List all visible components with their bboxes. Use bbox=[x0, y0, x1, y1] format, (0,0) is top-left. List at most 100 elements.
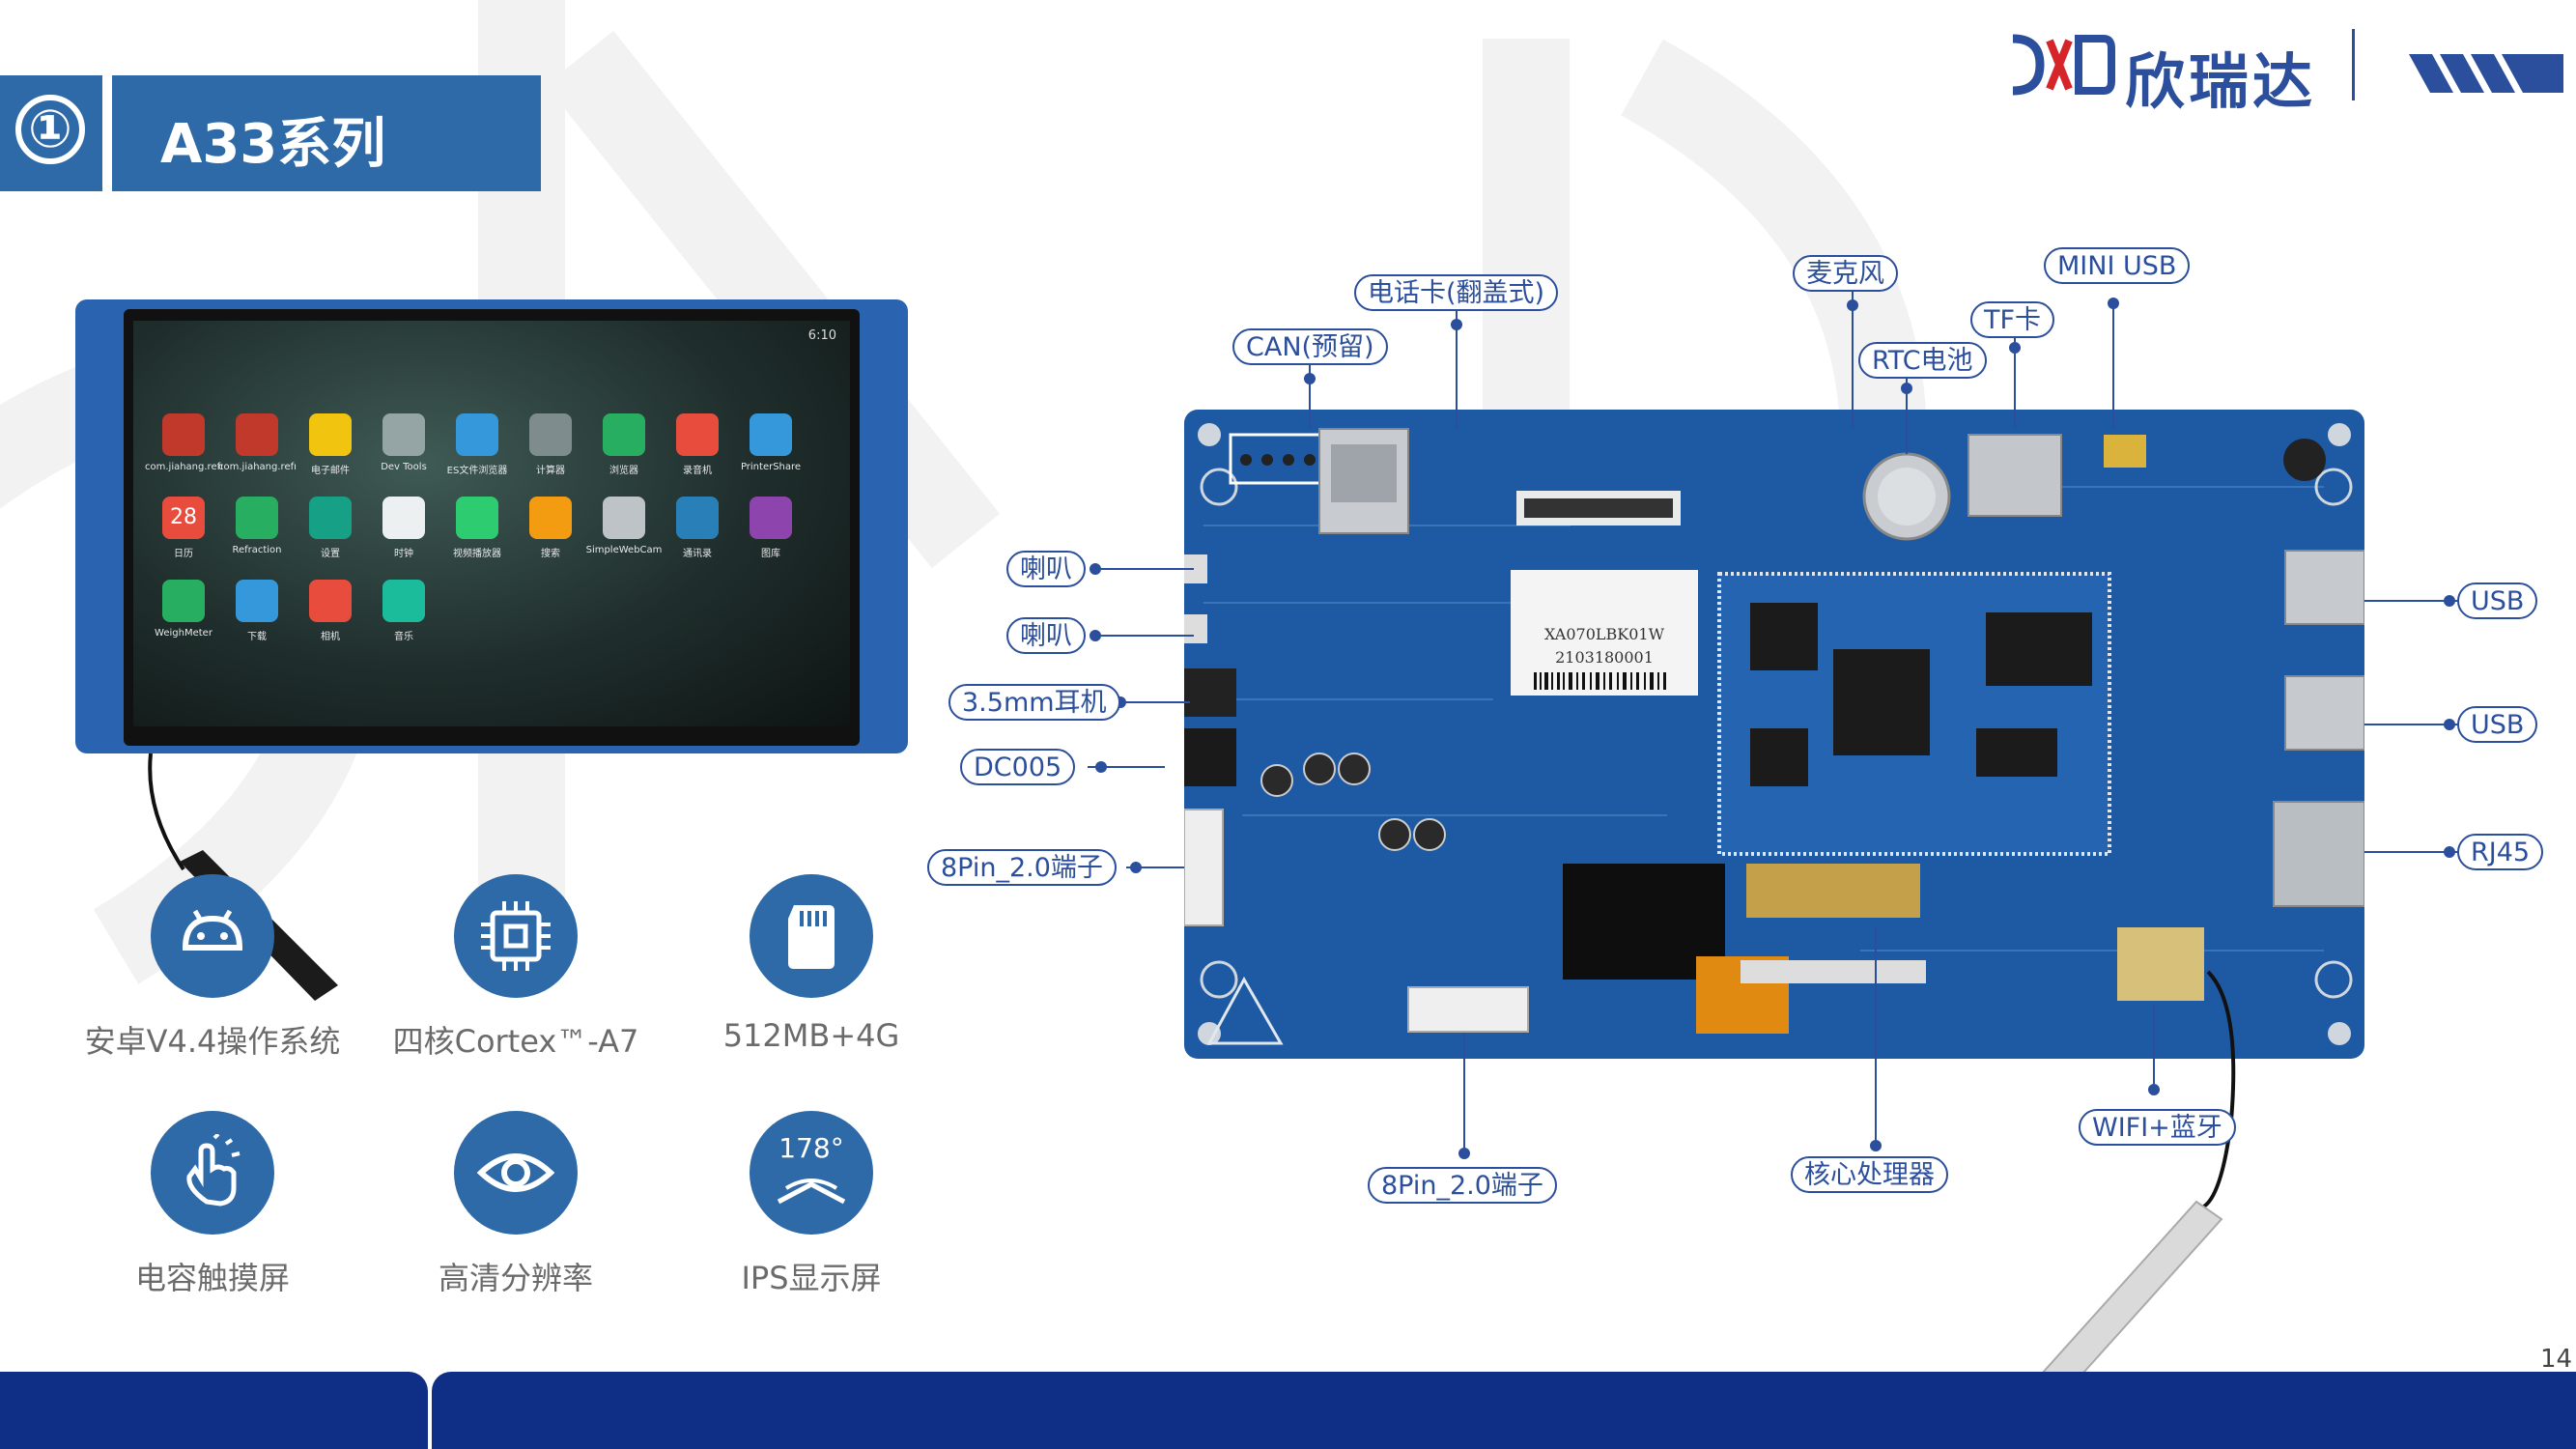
section-number-box: ① bbox=[0, 75, 102, 191]
app-icon bbox=[750, 413, 792, 456]
app-label: 下载 bbox=[247, 632, 267, 642]
app-icon bbox=[382, 413, 425, 456]
callout-speaker-1: 喇叭 bbox=[1006, 551, 1086, 587]
lcd-app-icon[interactable]: 电子邮件 bbox=[292, 413, 369, 476]
app-icon bbox=[529, 413, 572, 456]
app-label: 电子邮件 bbox=[311, 466, 350, 476]
app-icon bbox=[162, 580, 205, 622]
lcd-app-icon[interactable]: 搜索 bbox=[512, 497, 589, 559]
app-icon bbox=[236, 580, 278, 622]
app-icon bbox=[236, 413, 278, 456]
eye-icon bbox=[454, 1111, 578, 1235]
angle-badge: 178° bbox=[778, 1132, 844, 1164]
callout-dc-jack: DC005 bbox=[960, 749, 1076, 785]
feature-label: 高清分辨率 bbox=[438, 1260, 593, 1296]
lcd-app-icon[interactable]: 计算器 bbox=[512, 413, 589, 476]
lcd-app-icon[interactable]: com.jiahang.refra... bbox=[218, 413, 296, 472]
feature-label: 电容触摸屏 bbox=[134, 1260, 290, 1296]
lcd-app-icon[interactable]: 图库 bbox=[732, 497, 809, 559]
lcd-app-icon[interactable]: WeighMeter bbox=[145, 580, 222, 639]
app-label: Dev Tools bbox=[381, 462, 427, 472]
feature-label: 四核Cortex™-A7 bbox=[392, 1023, 639, 1060]
lcd-app-icon[interactable]: 时钟 bbox=[365, 497, 442, 559]
section-number: ① bbox=[15, 95, 85, 164]
app-icon bbox=[603, 497, 645, 539]
app-label: 搜索 bbox=[541, 549, 560, 559]
app-label: 时钟 bbox=[394, 549, 413, 559]
app-icon bbox=[676, 413, 719, 456]
feature-resolution: 高清分辨率 bbox=[371, 1111, 661, 1298]
callout-rtc-battery: RTC电池 bbox=[1858, 342, 1987, 379]
callout-wifi-bt: WIFI+蓝牙 bbox=[2079, 1109, 2236, 1146]
app-label: WeighMeter bbox=[155, 628, 212, 639]
app-label: 计算器 bbox=[536, 466, 565, 476]
lcd-app-icon[interactable]: com.jiahang.refra... bbox=[145, 413, 222, 472]
callout-speaker-2: 喇叭 bbox=[1006, 617, 1086, 654]
lcd-app-icon[interactable]: Dev Tools bbox=[365, 413, 442, 472]
callout-earphone-jack: 3.5mm耳机 bbox=[948, 684, 1120, 721]
callout-mic: 麦克风 bbox=[1793, 255, 1898, 292]
app-label: 相机 bbox=[321, 632, 340, 642]
lcd-app-icon[interactable]: 录音机 bbox=[659, 413, 736, 476]
app-label: com.jiahang.refra... bbox=[218, 462, 296, 472]
callout-8pin-left: 8Pin_2.0端子 bbox=[927, 849, 1117, 886]
app-icon bbox=[529, 497, 572, 539]
lcd-app-icon[interactable]: 音乐 bbox=[365, 580, 442, 642]
lcd-app-icon[interactable]: 浏览器 bbox=[585, 413, 663, 476]
app-label: 视频播放器 bbox=[453, 549, 501, 559]
lcd-app-icon[interactable]: Refraction bbox=[218, 497, 296, 555]
lcd-app-icon[interactable]: 下载 bbox=[218, 580, 296, 642]
brand-mark-icon bbox=[2012, 34, 2115, 96]
lcd-app-icon[interactable]: 28 日历 bbox=[145, 497, 222, 559]
lcd-bezel: 6:10 com.jiahang.refra...com.jiahang.ref… bbox=[124, 309, 860, 746]
android-icon bbox=[151, 874, 274, 998]
page-number: 14 bbox=[2540, 1345, 2573, 1374]
app-icon bbox=[382, 497, 425, 539]
lcd-app-icon[interactable]: 视频播放器 bbox=[439, 497, 516, 559]
lcd-app-icon[interactable]: 通讯录 bbox=[659, 497, 736, 559]
logo-divider bbox=[2352, 29, 2355, 100]
app-icon bbox=[236, 497, 278, 539]
footer-bar-right bbox=[432, 1372, 2576, 1449]
app-label: 日历 bbox=[174, 549, 193, 559]
app-label: 音乐 bbox=[394, 632, 413, 642]
app-icon bbox=[309, 413, 352, 456]
feature-ips: 178° IPS显示屏 bbox=[666, 1111, 956, 1298]
app-icon bbox=[162, 413, 205, 456]
callout-tf-card: TF卡 bbox=[1970, 301, 2055, 338]
lcd-app-icon[interactable]: 相机 bbox=[292, 580, 369, 642]
lcd-screen: 6:10 com.jiahang.refra...com.jiahang.ref… bbox=[133, 321, 850, 726]
app-label: 设置 bbox=[321, 549, 340, 559]
callout-core-processor: 核心处理器 bbox=[1791, 1156, 1948, 1193]
app-icon bbox=[382, 580, 425, 622]
app-label: ES文件浏览器 bbox=[446, 466, 508, 476]
lcd-status-time: 6:10 bbox=[807, 328, 836, 343]
app-icon bbox=[456, 497, 498, 539]
app-icon: 28 bbox=[162, 497, 205, 539]
brand-stripes-icon bbox=[2409, 54, 2563, 93]
app-label: com.jiahang.refra... bbox=[145, 462, 222, 472]
callout-mini-usb: MINI USB bbox=[2044, 247, 2191, 284]
lcd-app-icon[interactable]: 设置 bbox=[292, 497, 369, 559]
app-icon bbox=[603, 413, 645, 456]
feature-label: 安卓V4.4操作系统 bbox=[84, 1023, 341, 1060]
callout-8pin-bottom: 8Pin_2.0端子 bbox=[1368, 1167, 1557, 1204]
sticker-model: XA070LBK01W bbox=[1544, 625, 1665, 643]
app-label: 图库 bbox=[761, 549, 780, 559]
touch-hand-icon bbox=[151, 1111, 274, 1235]
cpu-chip-icon bbox=[454, 874, 578, 998]
app-label: 浏览器 bbox=[609, 466, 638, 476]
feature-android: 安卓V4.4操作系统 bbox=[68, 874, 357, 1062]
lcd-app-icon[interactable]: PrinterShare bbox=[732, 413, 809, 472]
lcd-app-icon[interactable]: SimpleWebCam bbox=[585, 497, 663, 555]
sd-card-icon bbox=[750, 874, 873, 998]
viewing-angle-icon: 178° bbox=[750, 1111, 873, 1235]
pcb-board: XA070LBK01W 2103180001 bbox=[1173, 410, 2365, 1059]
callout-usb-2: USB bbox=[2457, 706, 2538, 743]
callout-usb-1: USB bbox=[2457, 582, 2538, 619]
callout-rj45: RJ45 bbox=[2457, 834, 2544, 870]
callout-can: CAN(预留) bbox=[1232, 328, 1388, 365]
lcd-app-icon[interactable]: ES文件浏览器 bbox=[439, 413, 516, 476]
app-label: SimpleWebCam bbox=[585, 545, 663, 555]
